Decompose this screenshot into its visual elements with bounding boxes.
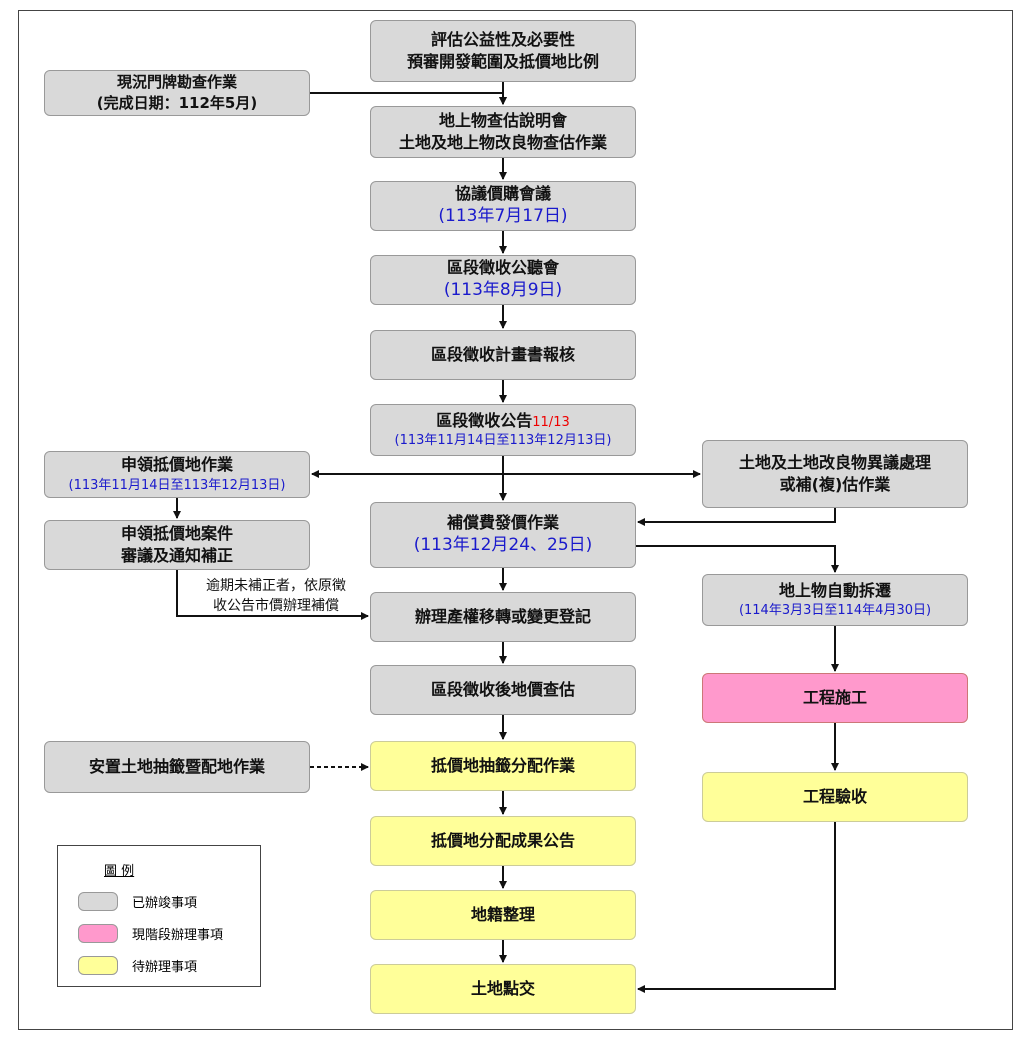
- step-label: 審議及通知補正: [120, 546, 233, 565]
- step-public-hearing: 區段徵收公聽會 (113年8月9日): [370, 255, 636, 305]
- step-announcement: 區段徵收公告11/13 (113年11月14日至113年12月13日): [370, 404, 636, 456]
- step-label: 現況門牌勘查作業: [116, 73, 237, 91]
- step-label: 申領抵價地作業: [120, 455, 233, 475]
- note-line: 逾期未補正者，依原徵: [206, 578, 346, 594]
- legend-label: 待辦理事項: [132, 960, 198, 975]
- legend-label: 現階段辦理事項: [132, 928, 224, 943]
- step-label: 區段徵收計畫書報核: [430, 344, 575, 364]
- step-label: 安置土地抽籤暨配地作業: [88, 756, 265, 776]
- step-label: 地上物自動拆遷: [778, 580, 891, 600]
- step-evaluate-public-interest: 評估公益性及必要性預審開發範圍及抵價地比例: [370, 20, 636, 82]
- step-label: 抵價地分配成果公告: [430, 830, 575, 850]
- legend-title: 圖 例: [104, 864, 135, 879]
- step-negotiation-meeting: 協議價購會議 (113年7月17日): [370, 181, 636, 231]
- step-date: (113年7月17日): [438, 206, 568, 227]
- step-label: 抵價地抽籤分配作業: [430, 755, 575, 775]
- step-label: 區段徵收後地價查估: [430, 679, 575, 699]
- legend: 圖 例 已辦竣事項 現階段辦理事項 待辦理事項: [57, 845, 261, 987]
- step-label: 土地點交: [470, 978, 535, 998]
- step-title-transfer: 辦理產權移轉或變更登記: [370, 592, 636, 642]
- step-label: 評估公益性及必要性: [430, 29, 575, 49]
- step-label: 工程施工: [802, 687, 867, 707]
- step-label: 地籍整理: [470, 904, 535, 924]
- step-label: 補償費發價作業: [446, 512, 559, 532]
- arrow-l2-b8: [176, 570, 369, 620]
- step-date: (114年3月3日至114年4月30日): [738, 603, 932, 619]
- legend-label: 已辦竣事項: [132, 896, 198, 911]
- step-apply-land: 申領抵價地作業 (113年11月14日至113年12月13日): [44, 451, 310, 498]
- arrow-r4-b13: [637, 822, 836, 993]
- step-date: (113年12月24、25日): [413, 535, 593, 556]
- step-land-handover: 土地點交: [370, 964, 636, 1014]
- step-allocation-announcement: 抵價地分配成果公告: [370, 816, 636, 866]
- step-date: (113年11月14日至113年12月13日): [394, 433, 612, 449]
- legend-item-done: 已辦竣事項: [78, 892, 197, 911]
- step-self-demolition: 地上物自動拆遷 (114年3月3日至114年4月30日): [702, 574, 968, 626]
- step-label: 區段徵收公聽會: [446, 257, 559, 277]
- step-label: 工程驗收: [802, 786, 867, 806]
- step-resettlement-lottery: 安置土地抽籤暨配地作業: [44, 741, 310, 793]
- step-cadastral-arrangement: 地籍整理: [370, 890, 636, 940]
- step-label: 土地及土地改良物異議處理: [738, 452, 931, 472]
- diagram-frame: [18, 10, 1013, 1030]
- step-address-survey: 現況門牌勘查作業 (完成日期：112年5月): [44, 70, 310, 116]
- step-construction: 工程施工: [702, 673, 968, 723]
- step-construction-acceptance: 工程驗收: [702, 772, 968, 822]
- step-label: 土地及地上物改良物查估作業: [398, 133, 607, 152]
- step-mark: 11/13: [532, 414, 570, 430]
- step-compensation-payment: 補償費發價作業 (113年12月24、25日): [370, 502, 636, 568]
- legend-swatch: [78, 956, 118, 975]
- step-label: 協議價購會議: [454, 183, 551, 203]
- overdue-note: 逾期未補正者，依原徵收公告市價辦理補償: [190, 576, 362, 617]
- note-line: 收公告市價辦理補償: [213, 598, 339, 615]
- step-label: 申領抵價地案件: [120, 523, 233, 543]
- step-label: 或補(複)估作業: [779, 475, 891, 494]
- arrow-b0-to-b2: [310, 92, 507, 105]
- step-date: (113年8月9日): [443, 280, 563, 301]
- legend-swatch: [78, 924, 118, 943]
- arrow-b7-r2: [636, 545, 839, 573]
- step-land-valuation: 區段徵收後地價查估: [370, 665, 636, 715]
- step-label: (完成日期：112年5月): [96, 94, 258, 112]
- legend-item-pending: 待辦理事項: [78, 956, 197, 975]
- step-label: 區段徵收公告: [436, 410, 533, 430]
- step-case-review: 申領抵價地案件審議及通知補正: [44, 520, 310, 570]
- legend-item-current: 現階段辦理事項: [78, 924, 223, 943]
- step-date: (113年11月14日至113年12月13日): [68, 477, 286, 493]
- arrow-r1-b7: [637, 508, 836, 526]
- step-land-lottery: 抵價地抽籤分配作業: [370, 741, 636, 791]
- step-property-survey: 地上物查估說明會土地及地上物改良物查估作業: [370, 106, 636, 158]
- step-objection-handling: 土地及土地改良物異議處理或補(複)估作業: [702, 440, 968, 508]
- step-label: 預審開發範圍及抵價地比例: [406, 52, 599, 71]
- step-label: 辦理產權移轉或變更登記: [414, 606, 591, 626]
- legend-swatch: [78, 892, 118, 911]
- step-plan-approval: 區段徵收計畫書報核: [370, 330, 636, 380]
- step-label: 地上物查估說明會: [438, 110, 567, 130]
